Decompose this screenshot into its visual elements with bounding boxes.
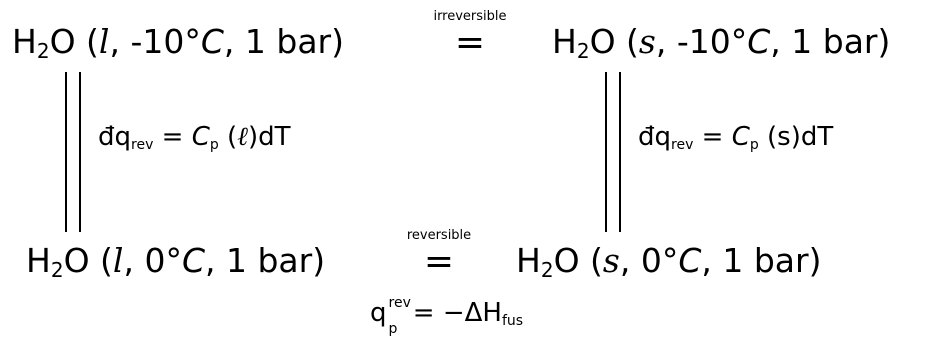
solid-heating-expression: đqrev = Cp (s)dT xyxy=(638,122,834,153)
right-path-line-a xyxy=(605,72,607,232)
temperature-unit: C xyxy=(678,241,702,280)
species-subscript: 2 xyxy=(540,258,554,282)
fusion-sub: fus xyxy=(501,313,524,329)
equals-sign: = xyxy=(454,22,486,63)
irreversible-label: irreversible xyxy=(433,9,507,24)
heat-dq: đq xyxy=(638,122,672,152)
species-subscript: 2 xyxy=(576,39,590,63)
temperature: , -10° xyxy=(109,22,201,61)
state-liquid-0: H2O (l, 0°C, 1 bar) xyxy=(26,241,326,280)
heat-equals: = xyxy=(693,122,732,152)
phase-open: ( xyxy=(218,122,238,152)
phase-open: ( xyxy=(758,122,778,152)
phase-label: s xyxy=(638,22,656,61)
pressure: , 1 bar) xyxy=(223,22,344,61)
left-path-line-a xyxy=(65,72,67,232)
temperature: , -10° xyxy=(655,22,748,61)
species-h: H xyxy=(12,22,37,61)
phase-label: l xyxy=(112,241,124,280)
right-path-line-b xyxy=(619,72,621,232)
heat-capacity: C xyxy=(191,122,210,152)
liquid-heating-expression: đqrev = Cp (ℓ)dT xyxy=(98,122,291,153)
state-solid-minus10: H2O (s, -10°C, 1 bar) xyxy=(552,22,891,61)
irreversible-equality: irreversible = xyxy=(405,10,535,61)
heat-capacity: C xyxy=(731,122,750,152)
phase-close: )dT xyxy=(248,122,291,152)
pressure: , 1 bar) xyxy=(205,241,326,280)
pressure: , 1 bar) xyxy=(701,241,822,280)
heat-q-sup: rev xyxy=(388,295,411,311)
temperature: , 0° xyxy=(123,241,182,280)
state-solid-0: H2O (s, 0°C, 1 bar) xyxy=(516,241,822,280)
temperature-unit: C xyxy=(200,22,224,61)
heat-q: q xyxy=(370,298,387,328)
heat-capacity-sub: p xyxy=(749,137,759,153)
reversible-label: reversible xyxy=(406,228,472,243)
species-subscript: 2 xyxy=(50,258,64,282)
heat-capacity-sub: p xyxy=(209,137,219,153)
heat-q-scripts: rev p xyxy=(387,296,411,336)
phase-close: )dT xyxy=(790,122,834,152)
heat-sub: rev xyxy=(131,137,154,153)
species-h: H xyxy=(516,241,541,280)
heat-equals: = xyxy=(153,122,192,152)
species-o: O xyxy=(589,22,616,61)
left-path-line-b xyxy=(79,72,81,232)
paren-open: ( xyxy=(100,241,113,280)
species-h: H xyxy=(552,22,577,61)
species-o: O xyxy=(49,22,76,61)
paren-open: ( xyxy=(86,22,99,61)
phase-symbol: s xyxy=(777,122,791,152)
heat-sub: rev xyxy=(671,137,694,153)
species-o: O xyxy=(63,241,90,280)
species-o: O xyxy=(553,241,580,280)
paren-open: ( xyxy=(626,22,639,61)
species-subscript: 2 xyxy=(36,39,50,63)
state-liquid-minus10: H2O (l, -10°C, 1 bar) xyxy=(12,22,344,61)
temperature: , 0° xyxy=(619,241,679,280)
heat-q-sub: p xyxy=(388,321,398,337)
fusion-enthalpy: = −ΔH xyxy=(404,298,502,328)
reversible-equality: reversible = xyxy=(374,229,504,280)
phase-label: l xyxy=(98,22,110,61)
heat-dq: đq xyxy=(98,122,132,152)
paren-open: ( xyxy=(590,241,603,280)
species-h: H xyxy=(26,241,51,280)
equals-sign: = xyxy=(423,241,455,282)
pressure: , 1 bar) xyxy=(770,22,891,61)
temperature-unit: C xyxy=(747,22,771,61)
temperature-unit: C xyxy=(181,241,206,280)
phase-label: s xyxy=(602,241,620,280)
phase-symbol: ℓ xyxy=(237,122,249,152)
